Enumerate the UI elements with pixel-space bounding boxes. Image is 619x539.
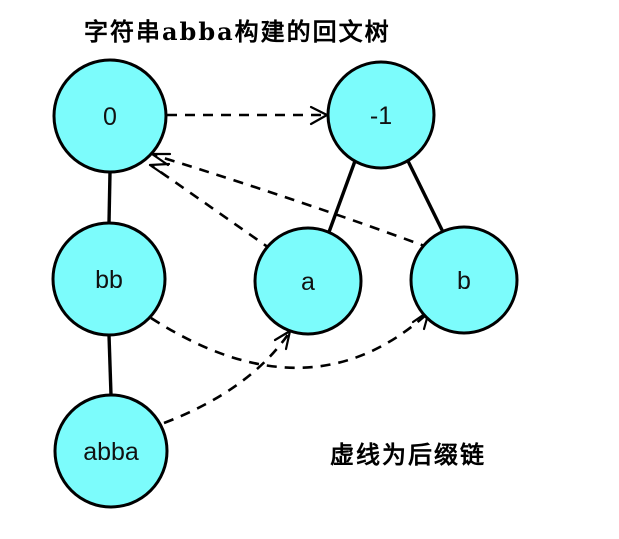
node-label-abba: abba	[83, 438, 139, 466]
arrowhead-0-lower	[148, 162, 171, 178]
diagram-title: 字符串abba构建的回文树	[84, 17, 391, 46]
node-circle-a[interactable]	[253, 226, 363, 336]
edge-neg1-to-a	[327, 160, 357, 233]
edge-bb-to-abba	[107, 334, 113, 396]
node-label-bb: bb	[95, 266, 123, 294]
nodes-group: 0 -1 bb a b abba	[51, 58, 519, 509]
suffix-link-a-to-0	[151, 164, 273, 252]
suffix-link-bb-to-b	[150, 312, 429, 370]
node-a[interactable]: a	[253, 226, 363, 336]
node-abba[interactable]: abba	[53, 393, 169, 509]
node-b[interactable]: b	[409, 225, 519, 335]
node-rootm1[interactable]: -1	[326, 60, 436, 170]
node-circle-rootm1[interactable]	[326, 60, 436, 170]
node-circle-b[interactable]	[409, 225, 519, 335]
solid-edges-group	[107, 160, 445, 396]
node-label-b: b	[457, 267, 471, 295]
node-circle-abba[interactable]	[53, 393, 169, 509]
arrowhead-a-bottom	[273, 329, 292, 351]
node-root0[interactable]: 0	[52, 58, 168, 174]
node-bb[interactable]: bb	[51, 221, 167, 337]
suffix-link-b-to-0	[153, 153, 431, 250]
edge-0-to-bb	[107, 171, 112, 224]
node-circle-root0[interactable]	[52, 58, 168, 174]
arrowhead-neg1-left	[309, 105, 329, 126]
node-label-root0: 0	[103, 103, 117, 131]
legend-caption: 虚线为后缀链	[330, 440, 486, 469]
node-circle-bb[interactable]	[51, 221, 167, 337]
edge-neg1-to-b	[406, 160, 445, 233]
suffix-link-abba-to-a	[163, 332, 291, 425]
node-label-rootm1: -1	[370, 102, 392, 130]
node-label-a: a	[301, 268, 315, 296]
